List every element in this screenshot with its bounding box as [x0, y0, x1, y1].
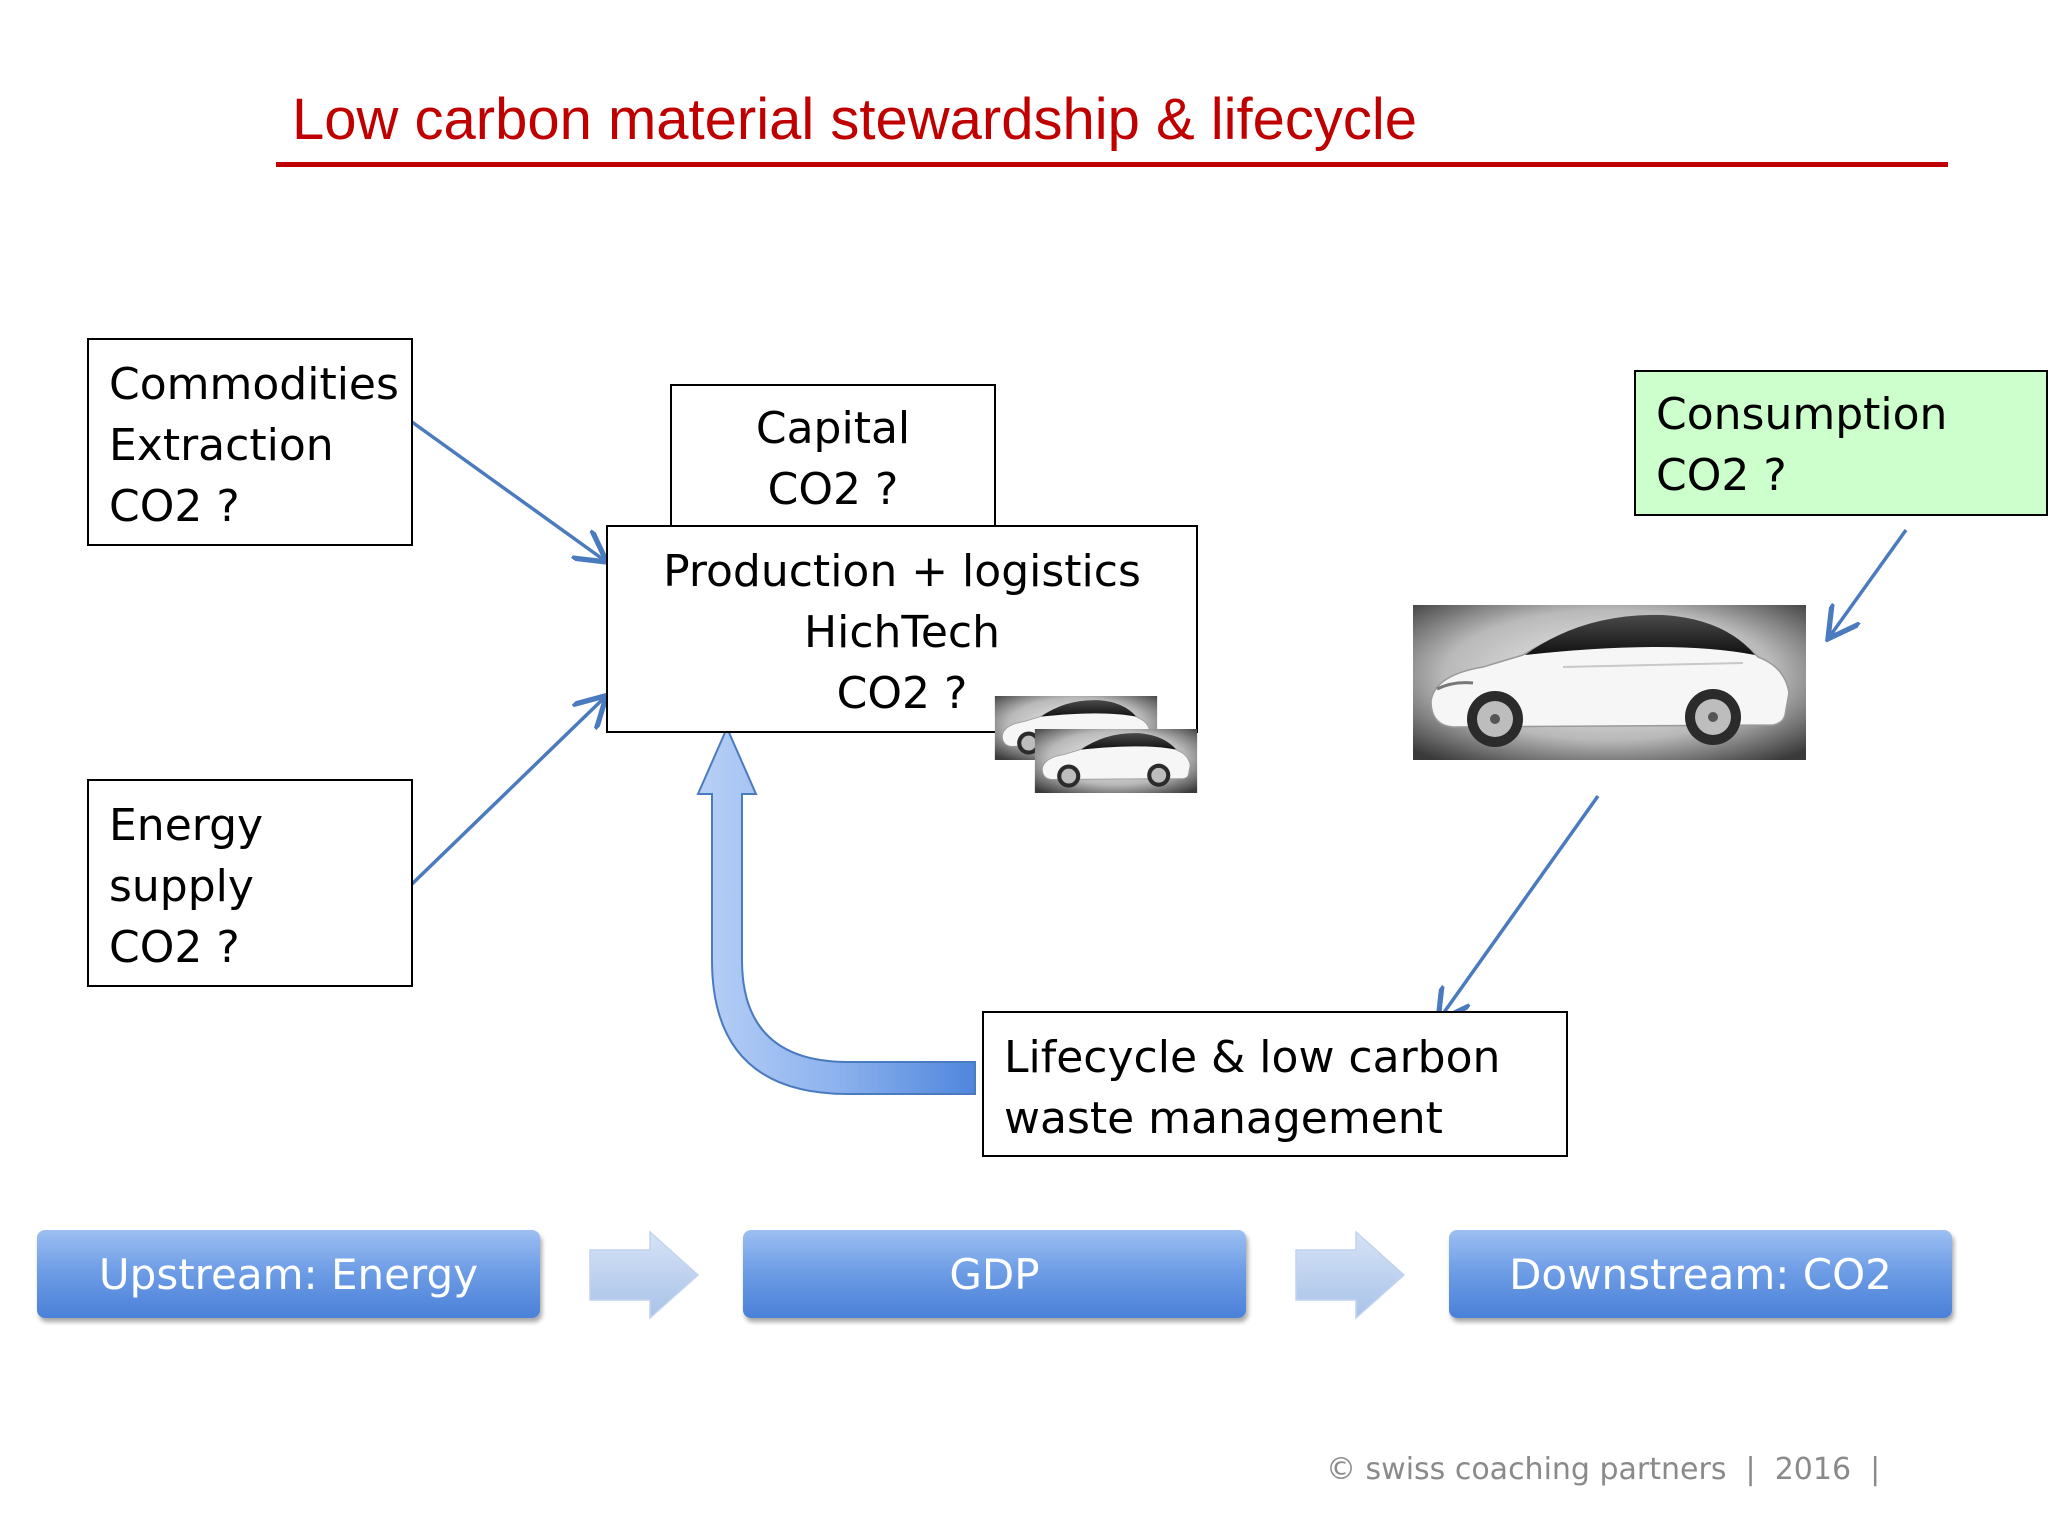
box-line: Commodities	[109, 359, 399, 410]
box-production-logistics: Production + logistics HichTech CO2 ?	[606, 525, 1198, 733]
arrow-energy-to-production	[410, 698, 604, 886]
box-consumption: Consumption CO2 ?	[1634, 370, 2048, 516]
box-line: CO2 ?	[109, 922, 240, 973]
box-line: CO2 ?	[109, 481, 240, 532]
box-line: HichTech	[804, 607, 1000, 658]
flow-gdp: GDP	[743, 1230, 1246, 1318]
arrow-commodities-to-production	[410, 420, 604, 560]
box-line: waste management	[1004, 1093, 1443, 1144]
box-line: CO2 ?	[767, 464, 899, 515]
flow-downstream-co2: Downstream: CO2	[1449, 1230, 1952, 1318]
title-underline	[276, 162, 1948, 167]
box-line: CO2 ?	[836, 668, 968, 719]
box-line: CO2 ?	[1656, 450, 1787, 501]
box-commodities-extraction: Commodities Extraction CO2 ?	[87, 338, 413, 546]
box-line: supply	[109, 861, 254, 912]
box-line: Lifecycle & low carbon	[1004, 1032, 1501, 1083]
arrow-consumption-to-car	[1830, 528, 1908, 636]
box-energy-supply: Energy supply CO2 ?	[87, 779, 413, 987]
arrow-car-to-lifecycle	[1440, 794, 1600, 1018]
flow-upstream-energy: Upstream: Energy	[37, 1230, 540, 1318]
box-line: Energy	[109, 800, 264, 851]
page-title: Low carbon material stewardship & lifecy…	[292, 87, 1418, 152]
car-image-small-front	[1034, 729, 1198, 793]
box-line: Consumption	[1656, 389, 1948, 440]
box-capital: Capital CO2 ?	[670, 384, 996, 530]
box-line: Extraction	[109, 420, 334, 471]
car-image-large	[1413, 605, 1806, 760]
box-line: Production + logistics	[663, 546, 1141, 597]
flow-chevron-2	[1295, 1230, 1406, 1320]
footer-copyright: © swiss coaching partners | 2016 |	[1326, 1452, 1881, 1487]
box-lifecycle-waste: Lifecycle & low carbon waste management	[982, 1011, 1568, 1157]
flow-chevron-1	[589, 1230, 700, 1320]
feedback-arrow	[696, 725, 976, 1095]
box-line: Capital	[755, 403, 911, 454]
